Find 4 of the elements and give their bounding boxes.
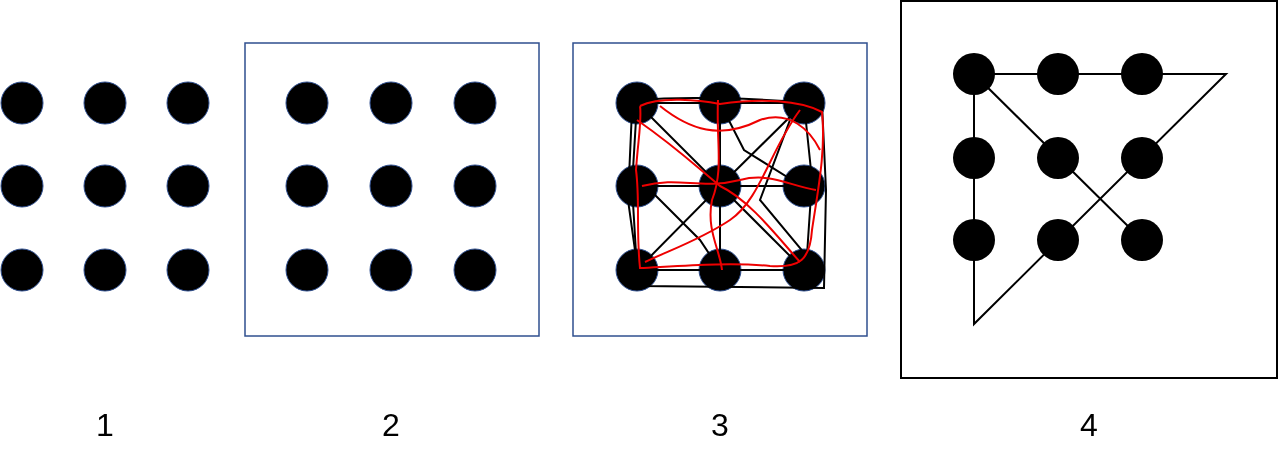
panel-number: 2 — [381, 406, 401, 445]
panel-number: 4 — [1079, 406, 1099, 445]
panel-number: 3 — [710, 406, 730, 445]
panel-number: 1 — [95, 406, 115, 445]
